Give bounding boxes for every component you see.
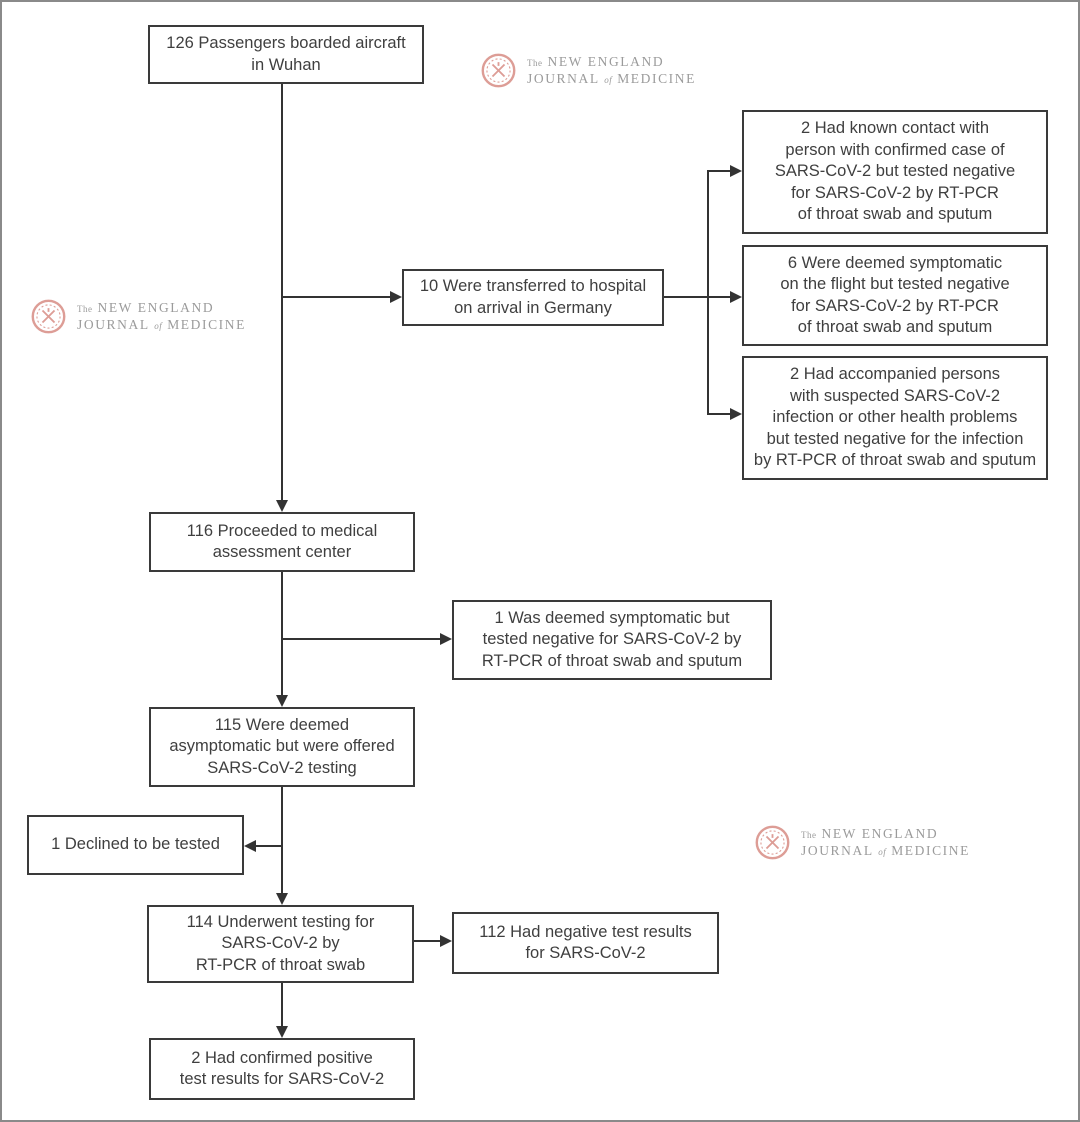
node-underwent-testing: 114 Underwent testing for SARS-CoV-2 by … [147, 905, 414, 983]
arrowhead-into-accompanied [730, 408, 742, 420]
nejm-logo-text: The NEW ENGLAND JOURNAL of MEDICINE [801, 826, 970, 860]
logo-the: The [527, 57, 543, 68]
node-accompanied-persons: 2 Had accompanied persons with suspected… [742, 356, 1048, 480]
node-negative-results: 112 Had negative test results for SARS-C… [452, 912, 719, 974]
arrowhead-into-known-contact [730, 165, 742, 177]
logo-journal: JOURNAL [527, 70, 600, 86]
connector-underwent-to-positive [281, 983, 283, 1028]
node-deemed-asymptomatic: 115 Were deemed asymptomatic but were of… [149, 707, 415, 787]
node-transferred-hospital: 10 Were transferred to hospital on arriv… [402, 269, 664, 326]
nejm-logo-top: The NEW ENGLAND JOURNAL of MEDICINE [480, 52, 696, 89]
logo-new-england: NEW ENGLAND [547, 53, 665, 69]
connector-to-known-contact [707, 170, 732, 172]
logo-medicine: MEDICINE [167, 316, 246, 332]
connector-to-transferred [282, 296, 392, 298]
connector-to-negative-results [414, 940, 440, 942]
node-positive-results: 2 Had confirmed positive test results fo… [149, 1038, 415, 1100]
node-deemed-symptomatic: 1 Was deemed symptomatic but tested nega… [452, 600, 772, 680]
connector-transferred-out [664, 296, 730, 298]
logo-journal: JOURNAL [77, 316, 150, 332]
logo-new-england: NEW ENGLAND [821, 825, 939, 841]
connector-boarded-to-center [281, 84, 283, 502]
node-declined-testing: 1 Declined to be tested [27, 815, 244, 875]
arrowhead-into-positive [276, 1026, 288, 1038]
logo-the: The [801, 829, 817, 840]
arrowhead-into-declined [244, 840, 256, 852]
logo-new-england: NEW ENGLAND [97, 299, 215, 315]
node-known-contact: 2 Had known contact with person with con… [742, 110, 1048, 234]
logo-medicine: MEDICINE [891, 842, 970, 858]
logo-of: of [154, 320, 163, 331]
nejm-seal-icon [481, 53, 516, 88]
node-medical-assessment-center: 116 Proceeded to medical assessment cent… [149, 512, 415, 572]
arrowhead-into-transferred [390, 291, 402, 303]
arrowhead-into-symptomatic-flight [730, 291, 742, 303]
logo-journal: JOURNAL [801, 842, 874, 858]
arrowhead-into-medical-center [276, 500, 288, 512]
node-boarded-aircraft: 126 Passengers boarded aircraft in Wuhan [148, 25, 424, 84]
nejm-seal-icon [31, 299, 66, 334]
connector-right-branch-vertical [707, 170, 709, 415]
connector-to-declined [256, 845, 282, 847]
arrowhead-into-deemed-symptomatic [440, 633, 452, 645]
logo-medicine: MEDICINE [617, 70, 696, 86]
node-symptomatic-on-flight: 6 Were deemed symptomatic on the flight … [742, 245, 1048, 346]
nejm-logo-left: The NEW ENGLAND JOURNAL of MEDICINE [30, 298, 246, 335]
logo-the: The [77, 303, 93, 314]
logo-of: of [604, 74, 613, 85]
nejm-logo-text: The NEW ENGLAND JOURNAL of MEDICINE [527, 54, 696, 88]
connector-asymptomatic-to-underwent [281, 787, 283, 895]
connector-to-deemed-symptomatic [282, 638, 440, 640]
arrowhead-into-negative-results [440, 935, 452, 947]
arrowhead-into-asymptomatic [276, 695, 288, 707]
logo-of: of [878, 846, 887, 857]
connector-center-to-asymptomatic [281, 572, 283, 697]
nejm-logo-text: The NEW ENGLAND JOURNAL of MEDICINE [77, 300, 246, 334]
nejm-seal-icon [755, 825, 790, 860]
arrowhead-into-underwent [276, 893, 288, 905]
connector-to-accompanied [707, 413, 732, 415]
nejm-logo-right: The NEW ENGLAND JOURNAL of MEDICINE [754, 824, 970, 861]
